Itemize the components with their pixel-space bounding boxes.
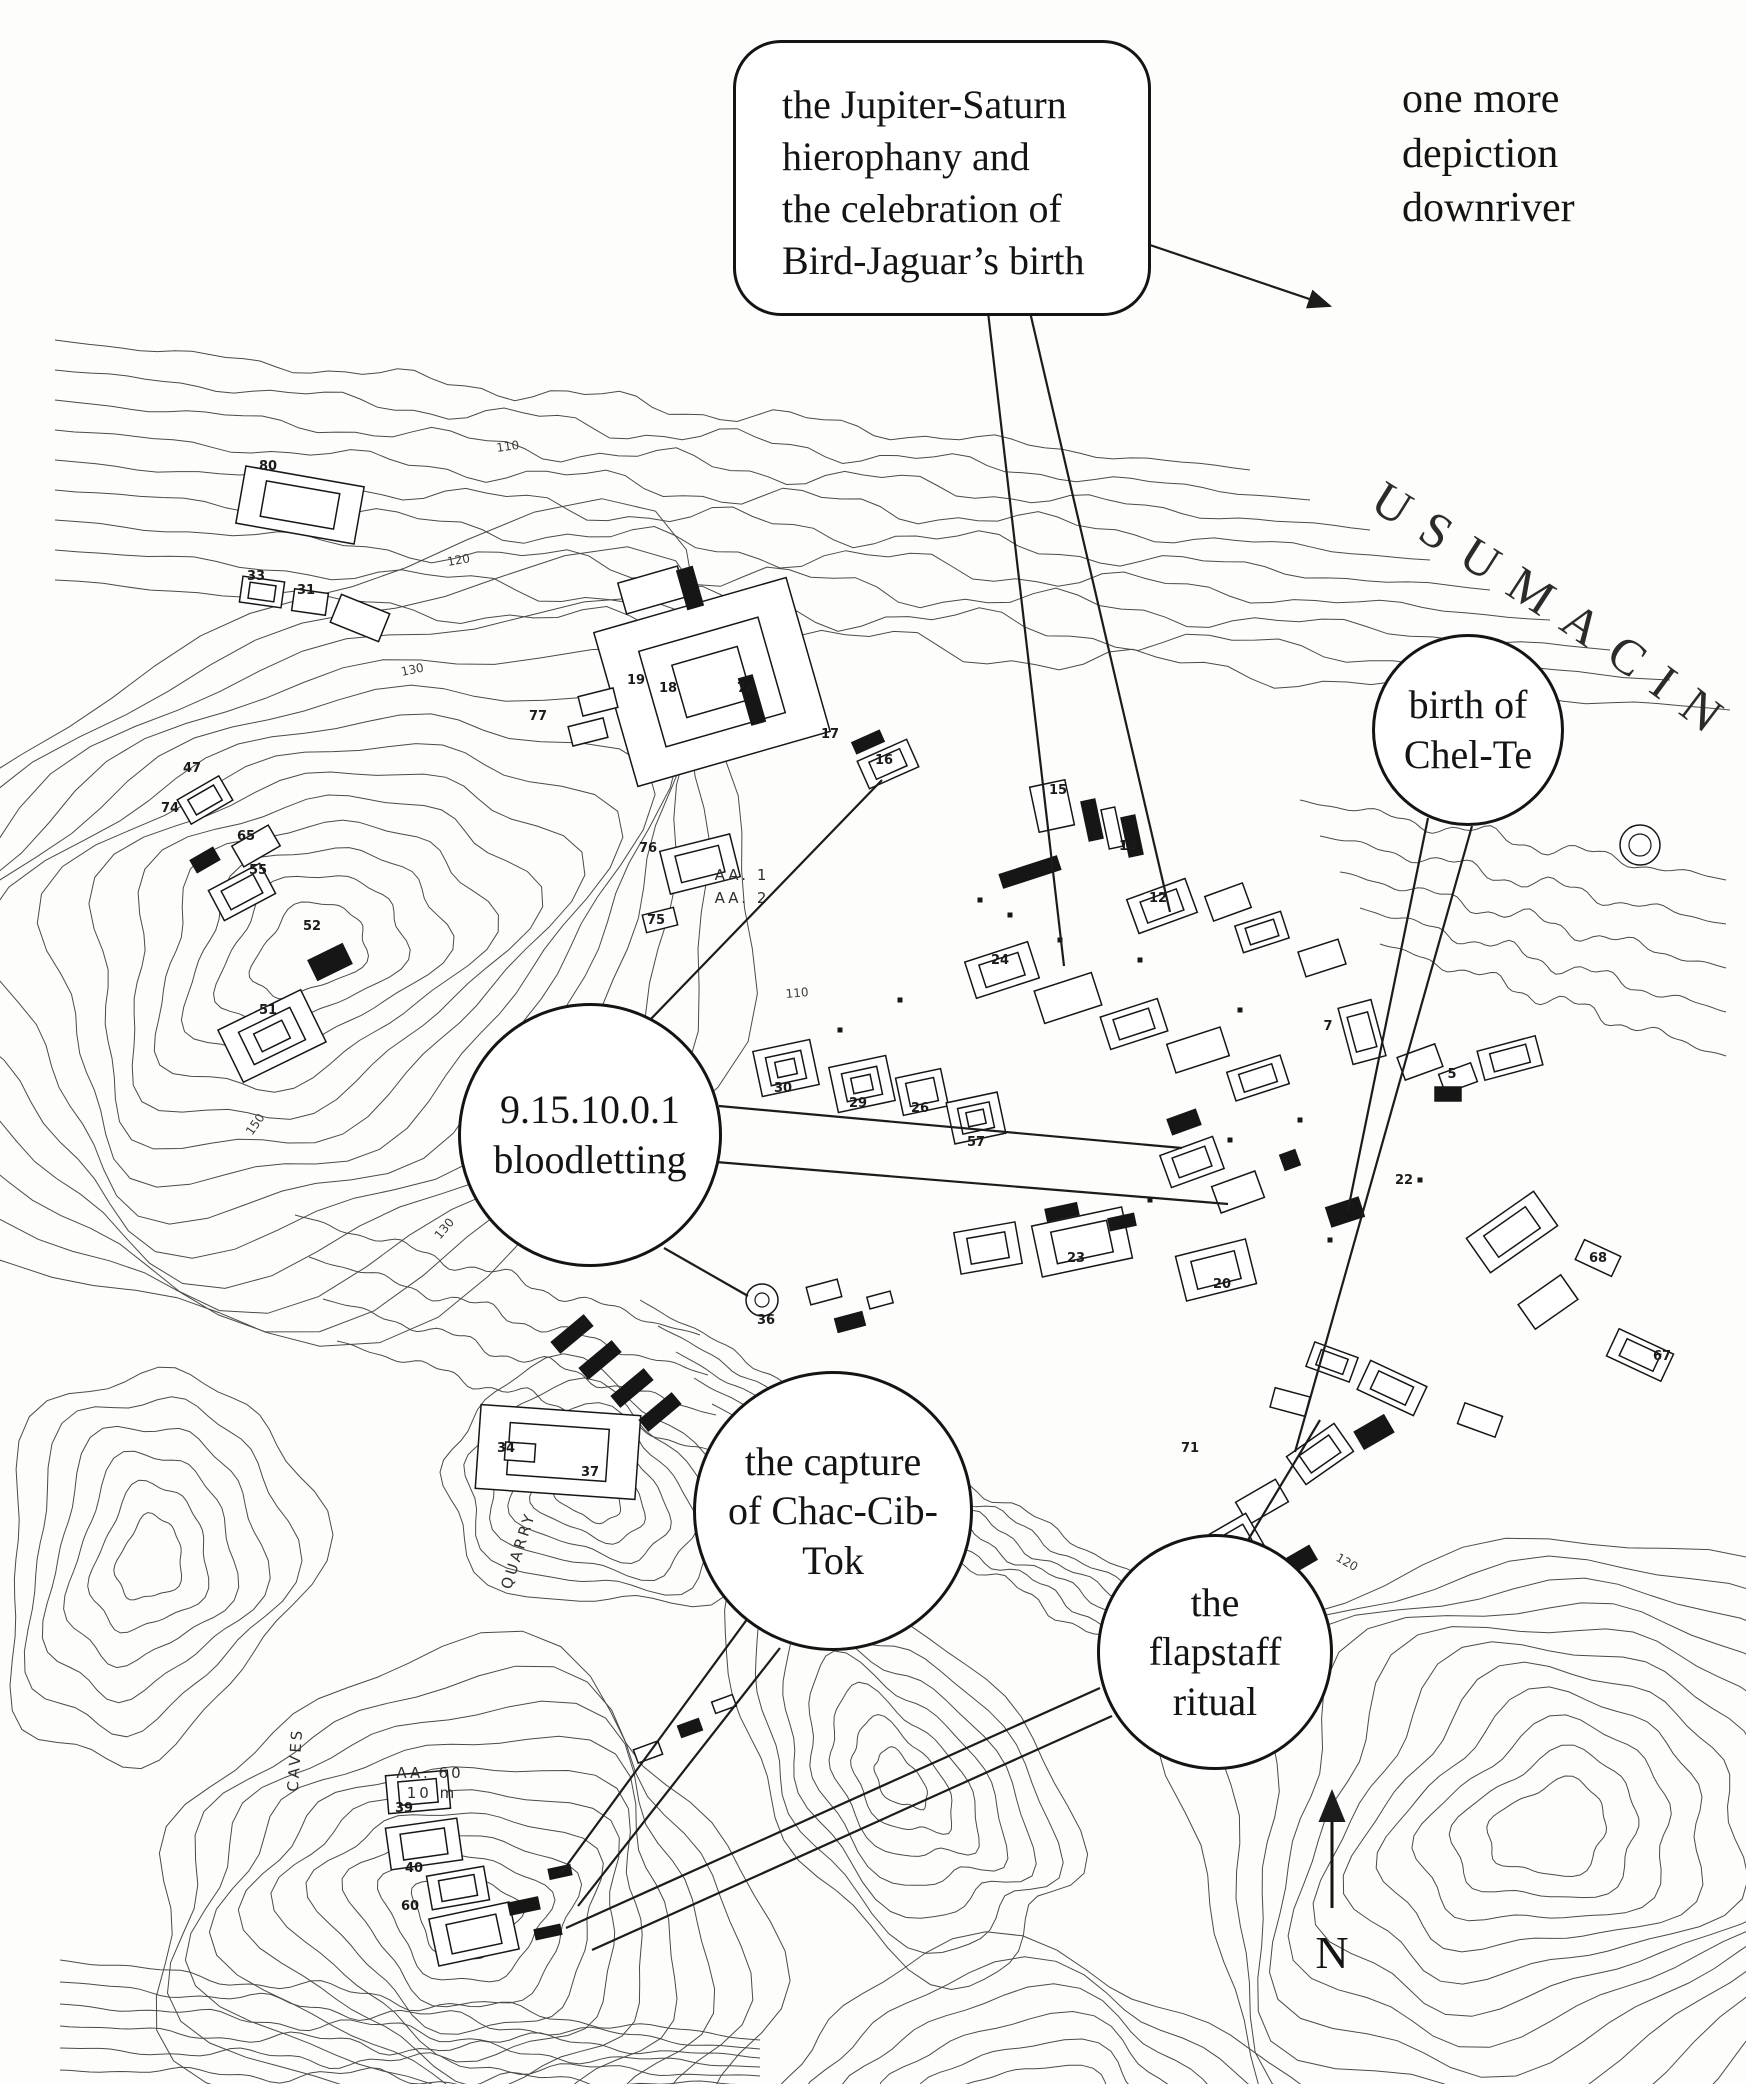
callout-capture-line: Tok	[802, 1537, 864, 1583]
svg-text:AA. 1: AA. 1	[715, 866, 770, 884]
callout-jupiter-saturn-line: Bird-Jaguar’s birth	[782, 238, 1085, 283]
svg-text:31: 31	[297, 583, 315, 598]
svg-text:12: 12	[1149, 891, 1167, 906]
svg-text:20: 20	[1213, 1277, 1231, 1292]
note-downriver-line: one more	[1402, 76, 1560, 122]
svg-text:34: 34	[497, 1441, 515, 1456]
callout-capture-line: of Chac-Cib-	[728, 1488, 938, 1534]
svg-text:10 m: 10 m	[407, 1784, 457, 1802]
callout-jupiter-saturn: the Jupiter-Saturn hierophany and the ce…	[733, 40, 1151, 316]
svg-text:77: 77	[529, 709, 547, 724]
svg-text:110: 110	[785, 985, 809, 1001]
svg-text:52: 52	[303, 919, 321, 934]
callout-flapstaff-ritual: the flapstaff ritual	[1097, 1534, 1333, 1770]
svg-text:110: 110	[495, 438, 520, 455]
svg-text:57: 57	[967, 1135, 985, 1150]
svg-text:76: 76	[639, 841, 657, 856]
callout-capture-line: the capture	[744, 1438, 922, 1484]
north-arrow: N	[1315, 1789, 1349, 1978]
svg-text:150: 150	[243, 1111, 268, 1138]
callout-flapstaff-line: ritual	[1172, 1678, 1258, 1724]
svg-text:30: 30	[774, 1081, 792, 1096]
svg-text:5: 5	[1447, 1067, 1456, 1082]
svg-text:23: 23	[1067, 1251, 1085, 1266]
svg-text:47: 47	[183, 761, 201, 776]
structure-footprints	[176, 465, 1675, 1967]
svg-text:78: 78	[737, 681, 755, 696]
callout-bloodletting: 9.15.10.0.1 bloodletting	[458, 1003, 722, 1267]
svg-text:71: 71	[1181, 1441, 1199, 1456]
svg-text:120: 120	[1334, 1550, 1361, 1574]
svg-text:16: 16	[875, 753, 893, 768]
svg-text:AA. 60: AA. 60	[396, 1764, 463, 1782]
svg-text:QUARRY: QUARRY	[497, 1510, 539, 1592]
svg-text:60: 60	[401, 1899, 419, 1914]
callout-chel-te-line: birth of	[1408, 682, 1528, 728]
svg-text:36: 36	[757, 1313, 775, 1328]
svg-text:26: 26	[911, 1101, 929, 1116]
callout-jupiter-saturn-line: hierophany and	[782, 134, 1030, 179]
svg-text:80: 80	[259, 459, 277, 474]
svg-text:29: 29	[849, 1096, 867, 1111]
note-downriver: one more depiction downriver	[1402, 72, 1575, 236]
svg-text:AA. 2: AA. 2	[715, 889, 770, 907]
callout-birth-of-chel-te: birth of Chel-Te	[1372, 634, 1564, 826]
svg-text:37: 37	[581, 1465, 599, 1480]
svg-text:51: 51	[259, 1003, 277, 1018]
svg-text:68: 68	[1589, 1251, 1607, 1266]
svg-text:75: 75	[647, 913, 665, 928]
svg-text:55: 55	[249, 863, 267, 878]
svg-text:24: 24	[991, 953, 1009, 968]
note-downriver-line: depiction	[1402, 130, 1559, 177]
svg-text:40: 40	[405, 1861, 423, 1876]
svg-text:67: 67	[1653, 1349, 1671, 1364]
svg-text:74: 74	[161, 801, 179, 816]
callout-jupiter-saturn-line: the Jupiter-Saturn	[782, 82, 1067, 127]
svg-text:65: 65	[237, 829, 255, 844]
north-label: N	[1315, 1927, 1348, 1978]
svg-text:15: 15	[1049, 783, 1067, 798]
svg-text:33: 33	[247, 569, 265, 584]
callout-flapstaff-line: the	[1190, 1579, 1240, 1625]
svg-text:39: 39	[395, 1801, 413, 1816]
callout-bloodletting-line: 9.15.10.0.1	[500, 1087, 680, 1133]
svg-text:13: 13	[1119, 839, 1137, 854]
svg-text:18: 18	[659, 681, 677, 696]
svg-text:19: 19	[627, 673, 645, 688]
callout-capture-chac-cib-tok: the capture of Chac-Cib- Tok	[693, 1371, 973, 1651]
svg-text:CAVES: CAVES	[284, 1727, 306, 1792]
svg-text:22: 22	[1395, 1173, 1413, 1188]
svg-text:130: 130	[400, 660, 425, 678]
callout-flapstaff-line: flapstaff	[1148, 1629, 1282, 1675]
svg-text:120: 120	[446, 551, 471, 569]
note-downriver-line: downriver	[1402, 185, 1575, 232]
callout-chel-te-line: Chel-Te	[1403, 732, 1533, 777]
callout-bloodletting-line: bloodletting	[493, 1137, 687, 1182]
annotation-leader-lines	[561, 243, 1474, 1952]
svg-text:17: 17	[821, 727, 839, 742]
callout-jupiter-saturn-line: the celebration of	[782, 186, 1062, 231]
svg-text:7: 7	[1323, 1019, 1332, 1034]
